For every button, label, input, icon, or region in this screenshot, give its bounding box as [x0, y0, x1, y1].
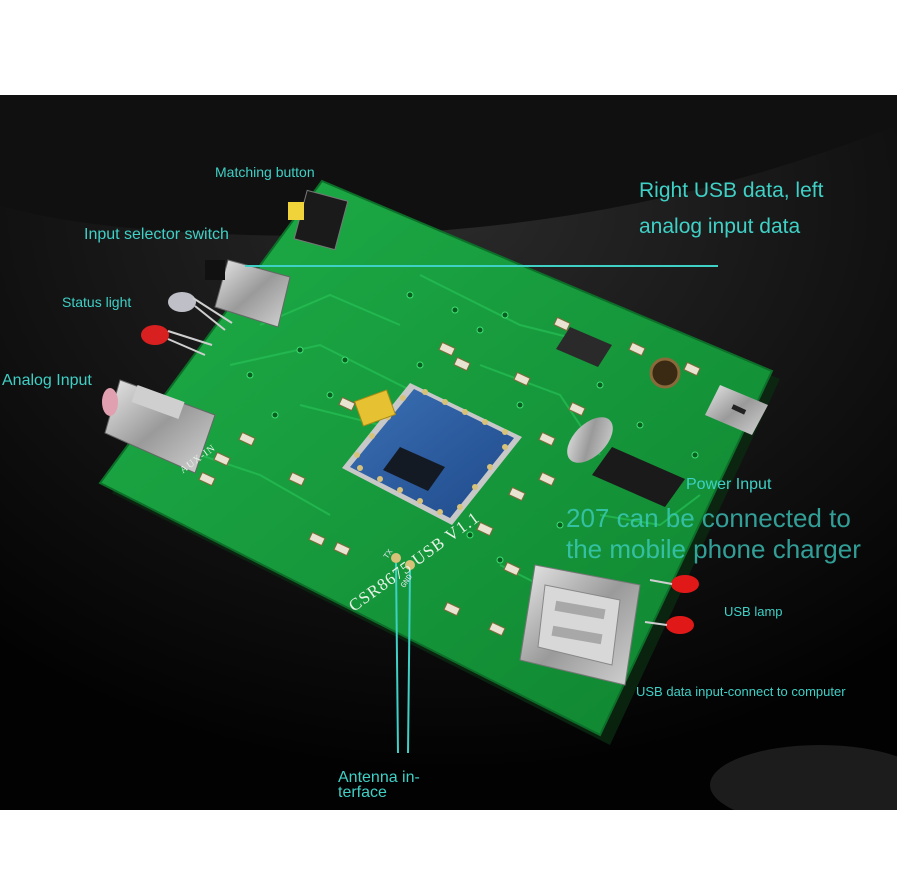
label-power-input: Power Input [686, 476, 772, 493]
module-pads [354, 389, 508, 515]
label-input-selector: Input selector switch [84, 226, 229, 243]
antenna-pad-tx [391, 553, 401, 563]
label-analog-input: Analog Input [2, 372, 92, 389]
bottom-reflection [710, 745, 897, 810]
label-charger-line2: the mobile phone charger [566, 534, 861, 564]
antenna-line-2 [407, 569, 411, 754]
pcb-board-illustration [0, 95, 897, 810]
smd-components [198, 316, 701, 637]
led-leads [167, 297, 233, 356]
jack-pink-ring [102, 388, 118, 416]
matching-button-cap [288, 202, 304, 220]
csr-chip [383, 447, 445, 491]
label-antenna-line1: Antenna in- [338, 769, 420, 786]
red-led-usb-1 [671, 575, 699, 593]
inductor [649, 357, 681, 389]
clear-led-status [168, 292, 196, 312]
label-status-light: Status light [62, 294, 132, 310]
label-usb-lamp: USB lamp [724, 604, 783, 619]
label-right-usb-line1: Right USB data, left [639, 179, 824, 202]
selector-switch [214, 259, 291, 328]
label-matching-button: Matching button [215, 164, 315, 180]
label-antenna-line2: terface [338, 784, 387, 801]
red-led-usb-2 [666, 616, 694, 634]
red-led-status [141, 325, 169, 345]
crystal-oscillator [567, 417, 613, 463]
tantalum-capacitor [353, 389, 397, 427]
usb-controller-ic [592, 447, 685, 507]
label-right-usb-line2: analog input data [639, 215, 801, 238]
antenna-pad-gnd [405, 560, 415, 570]
antenna-line-1 [395, 562, 399, 754]
voltage-regulator [556, 327, 612, 367]
product-photo: CSR8675 USB V1.1 AUX-IN TX GND [0, 95, 897, 810]
label-charger-line1: 207 can be connected to [566, 503, 851, 533]
label-usb-data-input: USB data input-connect to computer [636, 684, 846, 699]
top-dark-shade [0, 95, 897, 236]
